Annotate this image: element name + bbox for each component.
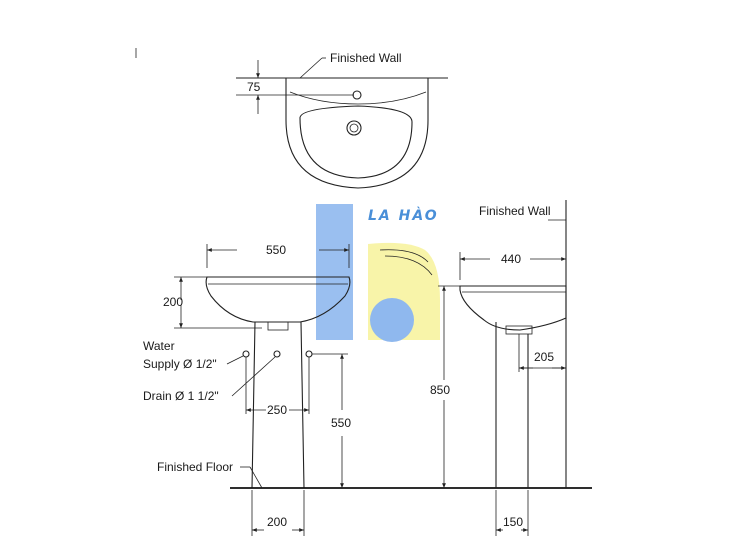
side-finished-wall-label: Finished Wall: [479, 204, 551, 218]
dim-front-width: 550: [266, 243, 286, 257]
dim-drain-offset: 205: [534, 350, 554, 364]
dim-side-depth: 440: [501, 252, 521, 266]
dim-75: 75: [247, 80, 261, 94]
top-view: Finished Wall 75: [135, 48, 448, 189]
side-basin: [459, 285, 567, 331]
front-view: 550 200 Water Supply Ø 1/2" Drain Ø 1 1/…: [143, 243, 592, 536]
dim-total-height: 850: [430, 383, 450, 397]
top-finished-wall-label: Finished Wall: [330, 51, 402, 65]
drain-point: [273, 350, 281, 358]
side-view: Finished Wall 440 850 205 150: [430, 200, 567, 536]
watermark-logo: LA HÀO: [316, 204, 440, 342]
brand-text: LA HÀO: [368, 207, 439, 224]
drain-hole-inner: [349, 123, 359, 133]
dim-supply-height: 550: [331, 416, 351, 430]
front-pedestal: [251, 321, 305, 489]
logo-blue-bar: [316, 204, 353, 340]
top-basin-bowl: [299, 105, 413, 179]
dim-supply-spacing: 250: [267, 403, 287, 417]
supply-left: [242, 350, 250, 358]
drain-hole-outer: [346, 120, 362, 136]
logo-blue-circle: [370, 298, 414, 342]
tap-hole: [352, 90, 362, 100]
dim-pedestal-width: 200: [267, 515, 287, 529]
drain-label: Drain Ø 1 1/2": [143, 389, 219, 403]
dim-front-basin-height: 200: [163, 295, 183, 309]
water-supply-label: Water: [143, 339, 175, 353]
front-basin: [205, 276, 351, 323]
finished-floor-label: Finished Floor: [157, 460, 233, 474]
top-basin-outline: [285, 78, 429, 189]
water-supply-size: Supply Ø 1/2": [143, 357, 217, 371]
side-pedestal: [495, 322, 529, 488]
supply-right: [305, 350, 313, 358]
dim-pedestal-depth: 150: [503, 515, 523, 529]
